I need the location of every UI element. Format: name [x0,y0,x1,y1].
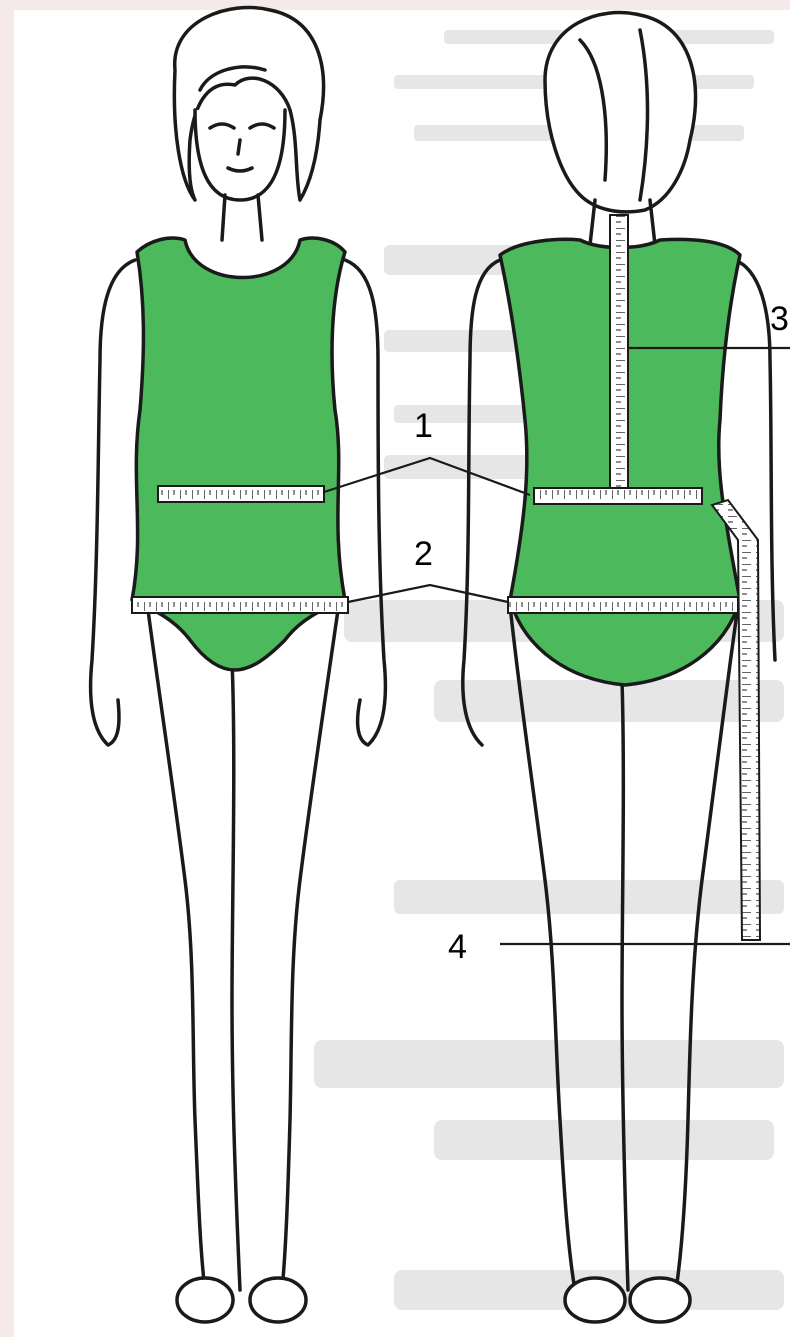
back-length-tape [610,215,628,490]
back-hip-tape [508,597,738,613]
leader-line-1 [324,458,530,495]
front-hip-tape [132,597,348,613]
label-four: 4 [448,928,467,967]
label-one: 1 [414,407,433,446]
label-three: 3 [770,300,789,339]
leader-line-2 [348,585,508,602]
front-waist-tape [158,486,324,502]
front-figure [91,8,386,1323]
back-waist-tape [534,488,702,504]
label-two: 2 [414,535,433,574]
back-figure [463,13,775,1322]
